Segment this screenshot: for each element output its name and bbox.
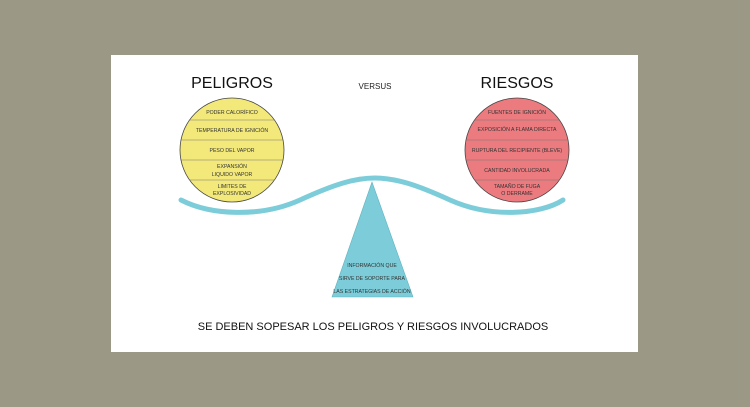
fulcrum-text: SIRVE DE SOPORTE PARA	[339, 276, 406, 282]
riesgo-item: RUPTURA DEL RECIPIENTE (BLEVE)	[472, 148, 563, 154]
title-versus: VERSUS	[359, 82, 392, 91]
riesgos-circle: FUENTES DE IGNICIÓN EXPOSICIÓN A FLAMA D…	[464, 97, 570, 203]
riesgo-item: O DERRAME	[501, 191, 533, 197]
fulcrum-text: INFORMACIÓN QUE	[347, 262, 397, 269]
peligro-item: EXPLOSIVIDAD	[213, 191, 251, 197]
peligro-item: LIQUIDO VAPOR	[212, 172, 253, 178]
footer-caption: SE DEBEN SOPESAR LOS PELIGROS Y RIESGOS …	[198, 321, 548, 333]
fulcrum-text: LAS ESTRATEGIAS DE ACCIÓN	[333, 288, 410, 295]
riesgo-item: TAMAÑO DE FUGA	[494, 183, 541, 190]
peligro-item: EXPANSIÓN	[217, 163, 247, 170]
peligros-circle: PODER CALORÍFICO TEMPERATURA DE IGNICIÓN…	[179, 97, 285, 203]
riesgo-item: EXPOSICIÓN A FLAMA DIRECTA	[478, 126, 557, 133]
peligro-item: TEMPERATURA DE IGNICIÓN	[196, 127, 268, 134]
title-riesgos: RIESGOS	[481, 75, 554, 92]
riesgo-item: CANTIDAD INVOLUCRADA	[484, 168, 550, 174]
peligro-item: PODER CALORÍFICO	[206, 109, 258, 116]
peligro-item: LIMITES DE	[218, 184, 247, 190]
balance-beam	[178, 175, 566, 215]
riesgo-item: FUENTES DE IGNICIÓN	[488, 109, 546, 116]
title-peligros: PELIGROS	[191, 75, 273, 92]
peligro-item: PESO DEL VAPOR	[210, 148, 255, 154]
fulcrum-triangle	[331, 181, 414, 298]
